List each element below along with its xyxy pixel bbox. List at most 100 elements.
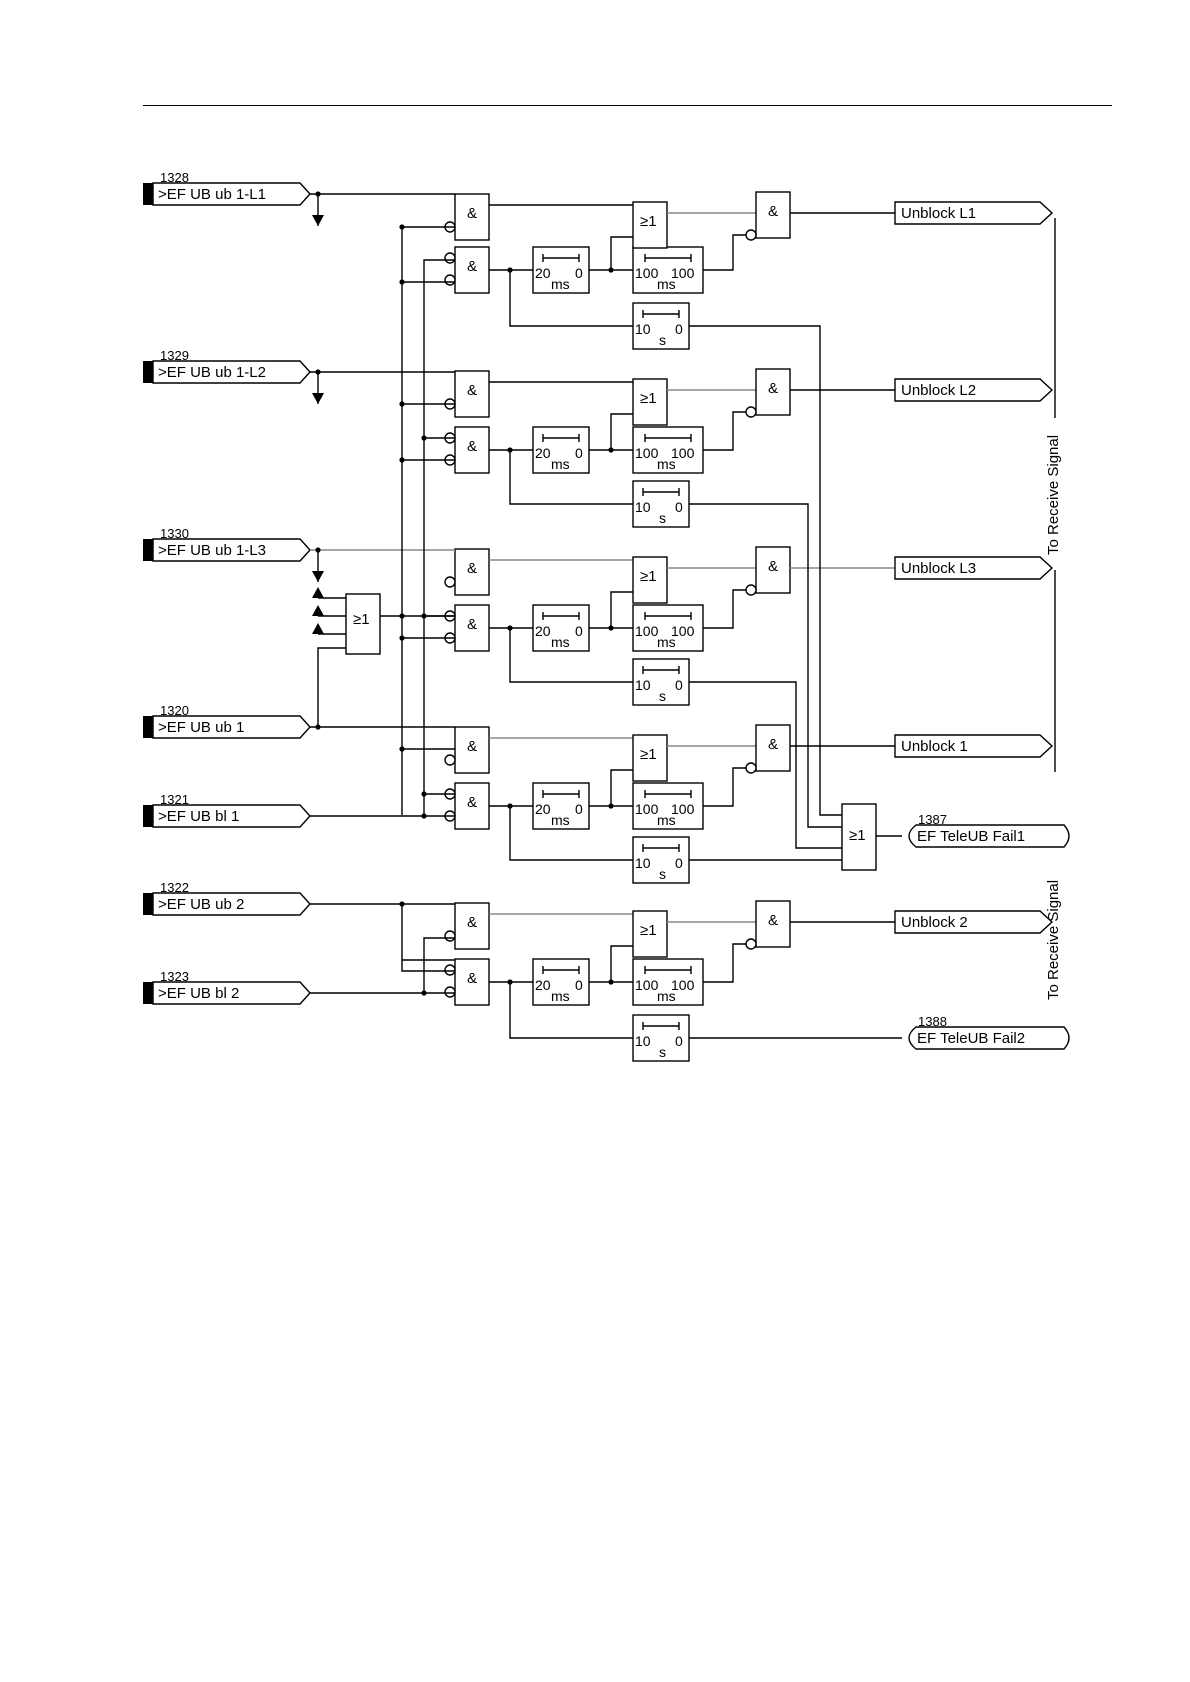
and-gate-symbol: & [768,558,778,575]
input-number: 1323 [160,969,189,984]
and-gate [454,726,490,774]
output-label: Unblock 2 [901,914,968,931]
and-gate [454,548,490,596]
wire [689,681,842,849]
output-number: 1387 [918,812,947,827]
and-gate [755,900,791,948]
timer-value: 0 [575,977,583,993]
input-number: 1329 [160,348,189,363]
wire [689,325,842,816]
inversion-bubble [444,930,456,942]
and-gate-symbol: & [467,258,477,275]
inversion-bubble [444,986,456,998]
wire [509,982,633,1039]
timer-value: 0 [675,321,683,337]
wire [610,591,633,628]
or-gate [632,378,668,426]
wire [703,234,746,271]
and-gate [454,958,490,1006]
and-gate [454,426,490,474]
arrow-up-icon [312,605,324,616]
side-label: To Receive Signal [1045,435,1062,555]
timer-value: 0 [575,265,583,281]
timer-value: 100 [635,445,659,461]
timer-value: 100 [635,801,659,817]
input-label: >EF UB ub 2 [158,896,244,913]
fail-output-label: EF TeleUB Fail1 [917,828,1025,845]
input-number: 1322 [160,880,189,895]
and-gate [755,191,791,239]
input-label: >EF UB ub 1-L2 [158,364,266,381]
input-label: >EF UB ub 1 [158,719,244,736]
timer-unit: s [659,510,666,526]
inversion-bubble [444,964,456,976]
timer-value: 100 [671,977,695,993]
or-gate [632,910,668,958]
timer-unit: s [659,866,666,882]
or-gate-symbol: ≥1 [849,827,866,844]
timer-value: 100 [635,977,659,993]
timer-value: 0 [575,801,583,817]
junction-dot [421,791,427,797]
page-header-rule [143,105,1112,106]
or-gate-symbol: ≥1 [640,568,657,585]
input-signal-tag [152,182,311,206]
wire [423,937,455,993]
input-signal-tag [152,804,311,828]
output-signal-tag [894,378,1054,402]
timer-value: 100 [635,265,659,281]
timer-unit: ms [551,634,570,650]
and-gate-symbol: & [768,380,778,397]
output-label: Unblock L1 [901,205,976,222]
wire [509,270,633,327]
and-gate-symbol: & [467,616,477,633]
fail-output-tag [908,1026,1070,1050]
input-marker [143,716,153,738]
timer-value: 100 [671,445,695,461]
arrow-down-icon [312,393,324,404]
and-gate [454,370,490,418]
input-marker [143,361,153,383]
wire [703,943,746,983]
timer-value: 100 [671,265,695,281]
timer-unit: ms [657,276,676,292]
timer-unit: ms [657,456,676,472]
timer-unit: ms [551,812,570,828]
timer-unit: s [659,688,666,704]
timer-unit: s [659,332,666,348]
timer-value: 0 [575,623,583,639]
timer-value: 0 [675,1033,683,1049]
inversion-bubble [444,252,456,264]
junction-dot [399,224,405,230]
and-gate [755,724,791,772]
inversion-bubble [745,229,757,241]
timer-value: 10 [635,677,651,693]
input-signal-tag [152,360,311,384]
and-gate-symbol: & [467,382,477,399]
output-label: Unblock 1 [901,738,968,755]
inversion-bubble [444,754,456,766]
input-signal-tag [152,538,311,562]
timer-unit: s [659,1044,666,1060]
timer-value: 100 [671,623,695,639]
input-marker [143,893,153,915]
wire [317,647,346,727]
wire [703,767,746,807]
and-gate-symbol: & [768,203,778,220]
input-marker [143,805,153,827]
junction-dot [399,279,405,285]
input-label: >EF UB ub 1-L3 [158,542,266,559]
input-label: >EF UB ub 1-L1 [158,186,266,203]
timer-value: 20 [535,445,551,461]
input-marker [143,982,153,1004]
output-label: Unblock L3 [901,560,976,577]
or-gate-symbol: ≥1 [353,611,370,628]
and-gate-symbol: & [768,912,778,929]
output-signal-tag [894,910,1054,934]
wire [703,411,746,451]
and-gate [454,902,490,950]
wire [610,769,633,806]
arrow-down-icon [312,215,324,226]
output-number: 1388 [918,1014,947,1029]
inversion-bubble [444,576,456,588]
